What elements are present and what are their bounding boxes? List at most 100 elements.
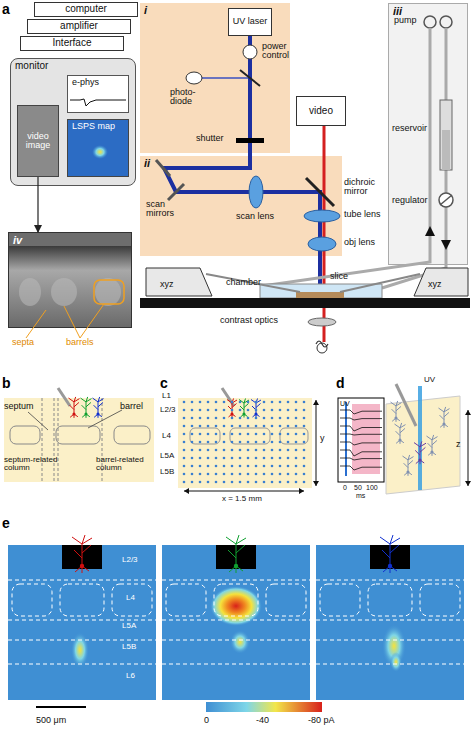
- layer-boundary: [8, 664, 156, 665]
- stimulus-site: [207, 457, 210, 460]
- text-label: pump: [394, 16, 417, 25]
- stimulus-site: [255, 409, 258, 412]
- stimulus-site: [207, 433, 210, 436]
- stimulus-site: [215, 425, 218, 428]
- stimulus-site: [287, 465, 290, 468]
- text-label: y: [320, 434, 325, 443]
- stimulus-site: [231, 473, 234, 476]
- stimulus-site: [255, 425, 258, 428]
- stimulus-site: [247, 417, 250, 420]
- stimulus-site: [295, 409, 298, 412]
- stimulus-site: [263, 473, 266, 476]
- ellipse-shape: [304, 210, 340, 222]
- stimulus-site: [255, 433, 258, 436]
- neuron-soma: [242, 412, 245, 415]
- path-shape: [42, 398, 102, 482]
- neuron-dendrite: [439, 407, 450, 428]
- stimulus-site: [295, 433, 298, 436]
- stimulus-site: [207, 401, 210, 404]
- line-shape: [168, 184, 184, 200]
- neuron-dendrite: [395, 423, 406, 444]
- stimulus-site: [207, 449, 210, 452]
- stimulus-site: [247, 465, 250, 468]
- stimulus-site: [279, 481, 282, 484]
- stimulus-site: [239, 417, 242, 420]
- neuron-dendrite: [69, 397, 80, 418]
- text-label: slice: [330, 272, 348, 281]
- stimulus-site: [207, 441, 210, 444]
- stimulus-site: [223, 433, 226, 436]
- stimulus-site: [255, 457, 258, 460]
- line-shape: [36, 706, 86, 708]
- barrel-outline: [420, 584, 460, 616]
- text-label: obj lens: [344, 238, 375, 247]
- rect-shape: [230, 428, 270, 444]
- camera-box: video: [296, 96, 346, 126]
- line-shape: [468, 410, 469, 486]
- stimulus-site: [255, 481, 258, 484]
- text-label: z: [456, 440, 461, 449]
- line-shape: [28, 412, 48, 430]
- stimulus-site: [279, 401, 282, 404]
- layer-boundary: [162, 664, 310, 665]
- line-shape: [340, 274, 420, 292]
- neuron-soma: [80, 564, 84, 568]
- current-trace: [340, 418, 382, 420]
- rect-shape: [352, 404, 380, 474]
- line-shape: [88, 410, 122, 428]
- text-label: barrel: [120, 402, 143, 411]
- text-label: UV: [424, 376, 435, 384]
- stimulus-site: [223, 409, 226, 412]
- line-shape: [316, 400, 317, 486]
- stimulus-site: [239, 433, 242, 436]
- layer-boundary: [316, 620, 464, 621]
- stimulus-site: [247, 441, 250, 444]
- layer-boundary: [8, 620, 156, 621]
- layer-boundary: [162, 640, 310, 641]
- stimulus-site: [263, 465, 266, 468]
- stimulus-site: [199, 425, 202, 428]
- device-box: Interface: [20, 36, 124, 51]
- stimulus-site: [199, 465, 202, 468]
- stimulus-site: [295, 441, 298, 444]
- ellipse-shape: [308, 318, 336, 326]
- stimulus-site: [247, 457, 250, 460]
- stimulus-site: [287, 481, 290, 484]
- current-trace: [340, 410, 382, 414]
- stimulus-site: [287, 409, 290, 412]
- neuron-dendrite: [391, 401, 402, 422]
- text-label: UV: [340, 400, 350, 407]
- stimulus-site: [247, 409, 250, 412]
- stimulus-site: [303, 457, 306, 460]
- stimulus-site: [231, 481, 234, 484]
- circle-shape: [317, 343, 327, 353]
- barrel-outline: [214, 584, 258, 616]
- stimulus-site: [223, 465, 226, 468]
- stimulus-site: [295, 473, 298, 476]
- text-label: L1: [162, 392, 171, 400]
- node-label: UV laser: [233, 17, 268, 26]
- line-shape: [345, 402, 347, 476]
- stimulus-site: [287, 417, 290, 420]
- stimulus-site: [199, 473, 202, 476]
- stimulus-site: [183, 433, 186, 436]
- stimulus-site: [263, 481, 266, 484]
- stimulus-site: [199, 417, 202, 420]
- rect-shape: [236, 138, 264, 143]
- stimulus-site: [271, 409, 274, 412]
- text-label: power control: [262, 42, 298, 61]
- stimulus-site: [263, 441, 266, 444]
- text-label: L4: [162, 432, 171, 440]
- stimulus-site: [215, 449, 218, 452]
- stimulus-site: [223, 401, 226, 404]
- stimulus-site: [207, 417, 210, 420]
- rect-shape: [56, 426, 100, 444]
- stimulus-site: [207, 425, 210, 428]
- stimulus-site: [183, 481, 186, 484]
- stimulus-site: [279, 409, 282, 412]
- stimulus-site: [207, 465, 210, 468]
- stimulus-site: [295, 449, 298, 452]
- text-label: 500 μm: [36, 716, 66, 725]
- stimulus-site: [247, 481, 250, 484]
